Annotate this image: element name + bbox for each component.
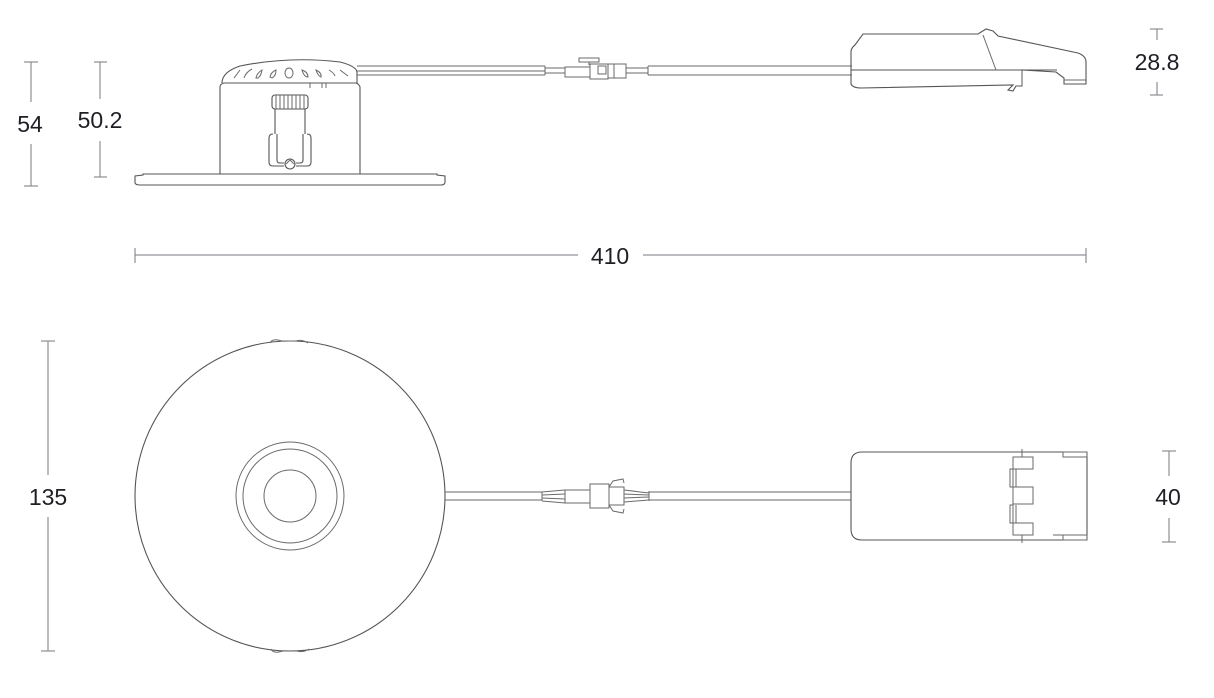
downlight-side xyxy=(134,59,446,186)
dimension-driver-width: 40 xyxy=(1155,450,1181,543)
heatsink-fins xyxy=(233,67,349,79)
dimension-overall-length: 410 xyxy=(134,243,1087,269)
cable-side xyxy=(357,65,565,76)
dimension-diameter: 135 xyxy=(29,340,67,652)
cable-top-driver xyxy=(649,491,851,501)
dim-label-135: 135 xyxy=(29,484,67,510)
driver-top xyxy=(850,449,1088,543)
dim-label-40: 40 xyxy=(1155,484,1181,510)
driver-side xyxy=(850,28,1087,92)
dimension-body-height: 50.2 xyxy=(78,61,123,178)
dim-label-410: 410 xyxy=(591,243,629,269)
dim-label-54: 54 xyxy=(17,111,43,137)
cable-side-driver xyxy=(647,65,852,76)
downlight-top xyxy=(134,339,446,653)
spring-clip xyxy=(268,94,312,170)
cable-top xyxy=(445,489,591,504)
dim-label-50-2: 50.2 xyxy=(78,107,123,133)
dimension-driver-height: 28.8 xyxy=(1135,28,1180,96)
top-view: 135 xyxy=(29,339,1181,653)
connector-top xyxy=(589,478,650,514)
dim-label-28-8: 28.8 xyxy=(1135,49,1180,75)
side-view: 54 50.2 xyxy=(17,28,1180,269)
dimension-overall-height: 54 xyxy=(17,61,43,187)
connector-side xyxy=(564,57,648,80)
